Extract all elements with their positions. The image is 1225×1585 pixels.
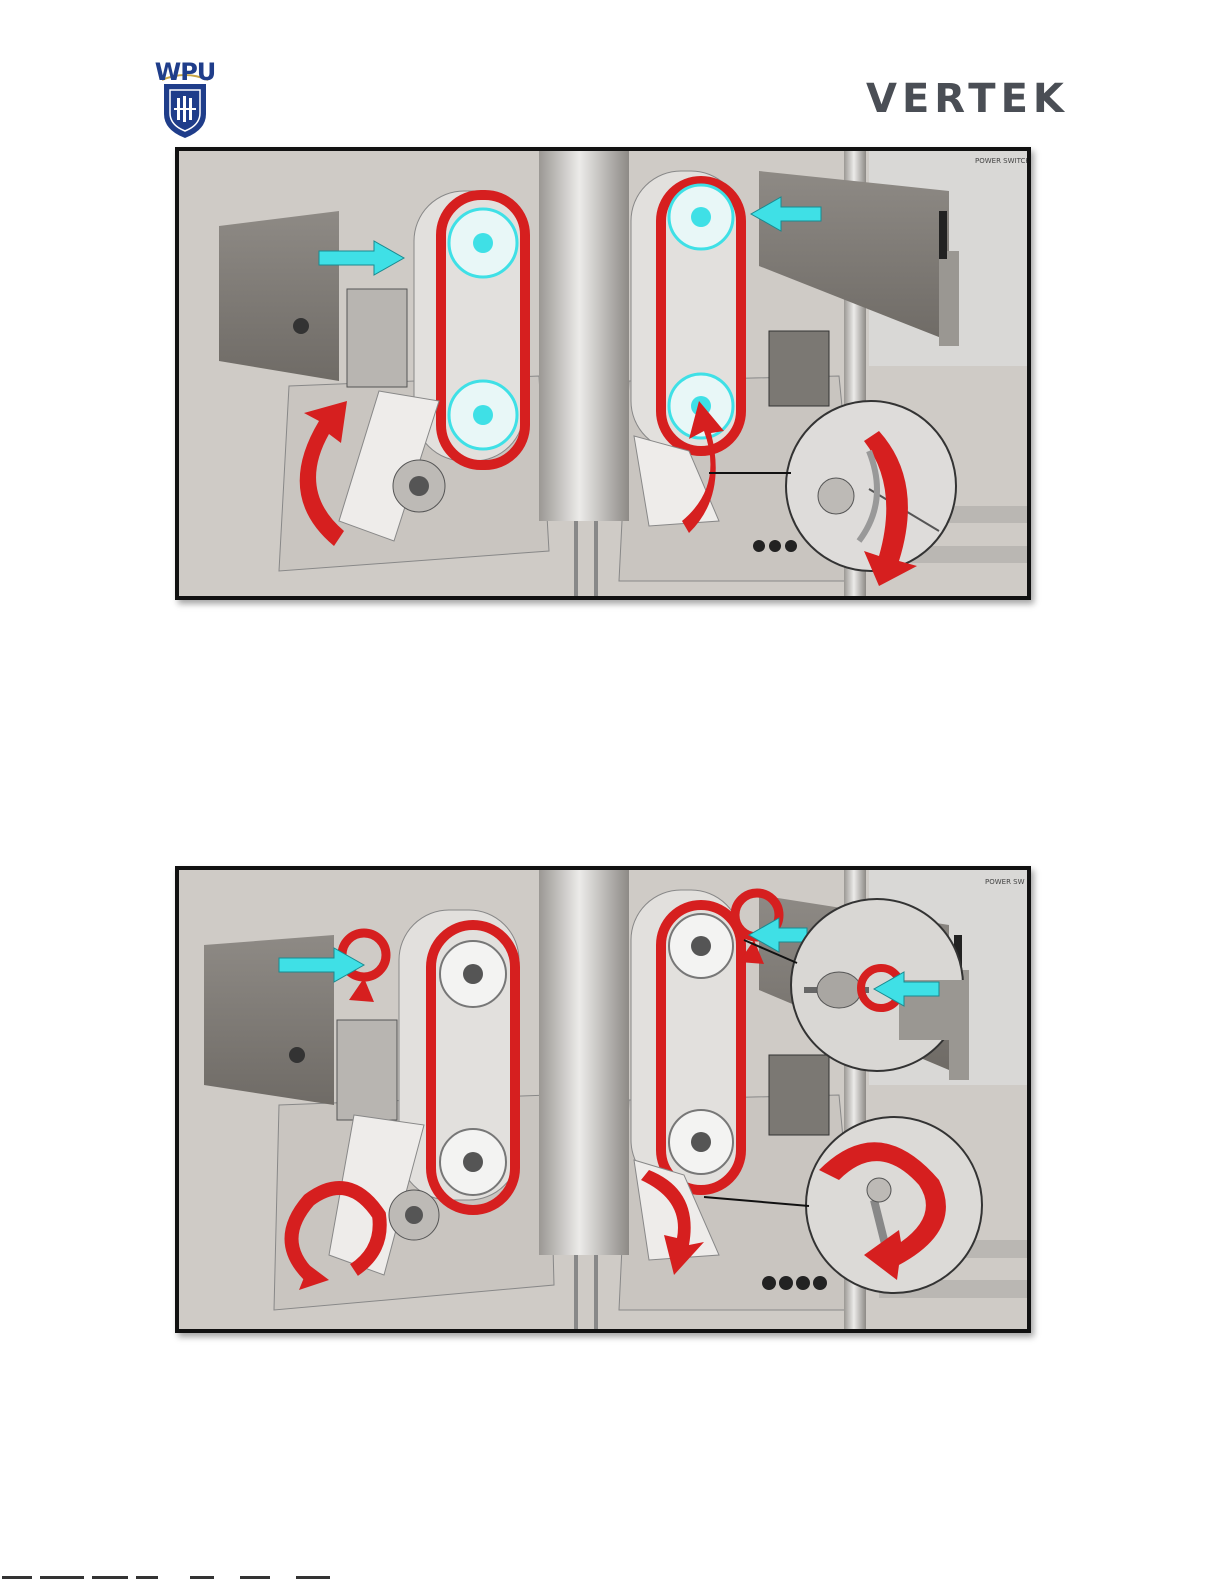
figure-belt-adjustment-2: POWER SW bbox=[175, 866, 1031, 1333]
power-switch-label-2: POWER SW bbox=[985, 878, 1025, 886]
wpu-logo: WPU bbox=[150, 58, 220, 140]
zoom-detail-circle-bottom bbox=[806, 1117, 982, 1293]
cropped-text-strokes bbox=[0, 1572, 360, 1582]
machine-illustration-2: POWER SW bbox=[179, 870, 1027, 1329]
cropped-footer-text bbox=[0, 1572, 360, 1582]
power-switch-label: POWER SWITCH bbox=[975, 157, 1027, 165]
right-belt-assembly-2 bbox=[631, 890, 741, 1190]
wpu-logo-text: WPU bbox=[150, 58, 220, 86]
figure-belt-adjustment-1: POWER SWITCH bbox=[175, 147, 1031, 600]
machine-illustration-1: POWER SWITCH bbox=[179, 151, 1027, 596]
right-belt-assembly bbox=[631, 171, 741, 451]
vertek-logo: VERTEK bbox=[866, 76, 1069, 122]
left-belt-assembly-2 bbox=[399, 910, 519, 1210]
